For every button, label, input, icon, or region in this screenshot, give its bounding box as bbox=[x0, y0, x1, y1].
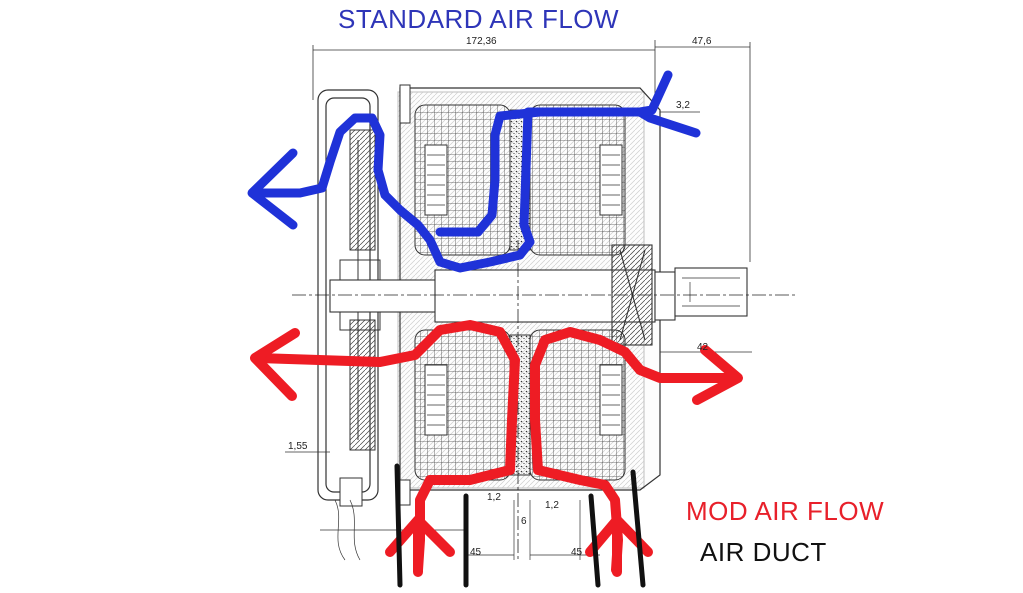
dimension-right-span: 45 bbox=[571, 547, 583, 558]
standard-air-flow-outlet-arrowhead bbox=[247, 148, 298, 230]
mod-air-flow-path-left bbox=[253, 320, 520, 575]
mod-air-flow-left-arrowhead bbox=[250, 328, 300, 401]
dimension-shaft-offset: 42 bbox=[697, 342, 709, 353]
mod-air-flow-label: MOD AIR FLOW bbox=[686, 496, 885, 526]
dimension-gap-right: 1,2 bbox=[545, 500, 559, 511]
standard-air-flow-label: STANDARD AIR FLOW bbox=[338, 4, 620, 34]
standard-air-flow-path-upper bbox=[435, 107, 545, 237]
dimension-gap-left: 1,2 bbox=[487, 492, 501, 503]
mod-air-flow-path-right bbox=[530, 327, 740, 575]
dimension-top-gap: 3,2 bbox=[676, 100, 690, 111]
dimension-left-span: 45 bbox=[470, 547, 482, 558]
air-duct-label: AIR DUCT bbox=[700, 537, 827, 567]
dimension-overall-length: 172,36 bbox=[466, 36, 497, 47]
standard-air-flow-inlet-arrow bbox=[635, 70, 673, 117]
fan-assembly bbox=[339, 84, 411, 507]
dimension-cover-thickness: 1,55 bbox=[288, 441, 308, 452]
bearing-blocks bbox=[424, 144, 623, 436]
dimension-center-spacing: 6 bbox=[521, 516, 527, 527]
mod-air-flow-right-arrowhead bbox=[692, 345, 743, 405]
dimension-shaft-length: 47,6 bbox=[692, 36, 712, 47]
air-duct-lines bbox=[394, 463, 646, 588]
